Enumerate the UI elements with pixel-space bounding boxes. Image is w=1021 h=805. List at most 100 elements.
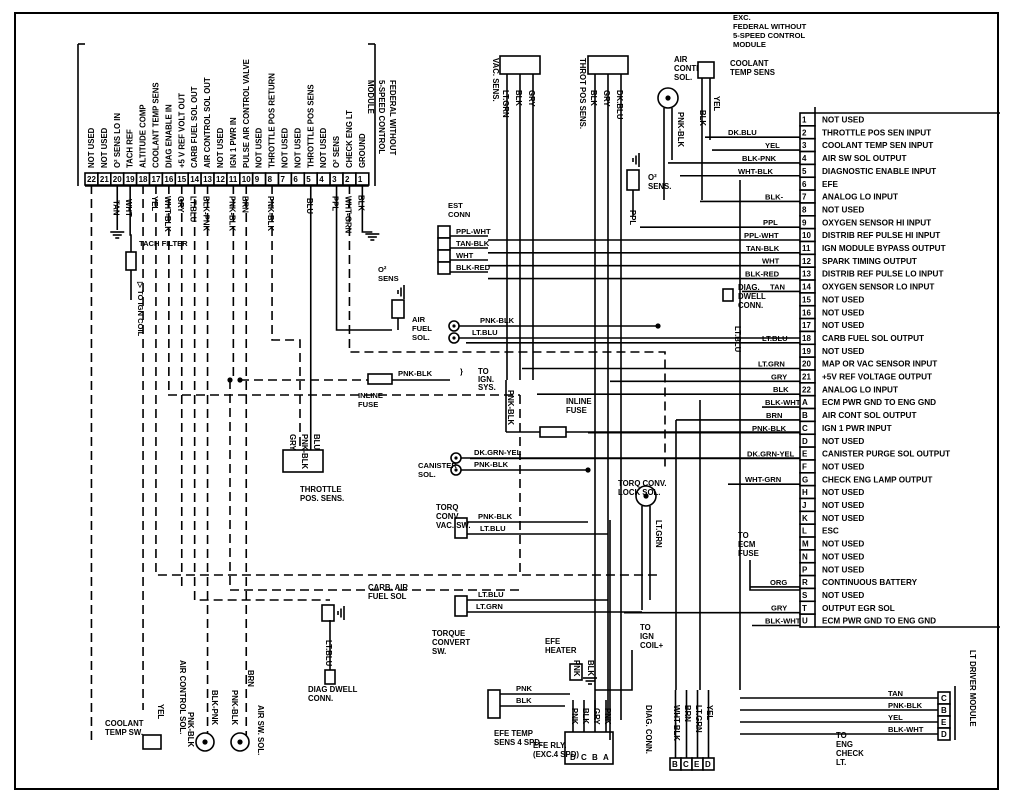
- canister-solenoid-label: SOL.: [418, 470, 436, 479]
- diag-dwell-conn-top-label: DIAG.: [738, 283, 760, 292]
- wire: [595, 650, 633, 691]
- right-pin-function: NOT USED: [822, 552, 864, 561]
- torque-convert-sw-label: SW.: [432, 647, 446, 656]
- diag-dwell-conn-top-label: CONN.: [738, 301, 763, 310]
- wire-label: PNK-BLK: [398, 369, 433, 378]
- right-pin-function: ESC: [822, 527, 839, 536]
- left-pin-function: NOT USED: [319, 127, 328, 168]
- to-ign-coil-plus-label: IGN: [640, 632, 654, 641]
- right-wire-label: PNK-BLK: [752, 424, 787, 433]
- right-pin-function: ANALOG LO INPUT: [822, 193, 898, 202]
- right-pin-function: NOT USED: [822, 295, 864, 304]
- torq-conv-lock-solenoid-label: LOCK SOL.: [618, 488, 660, 497]
- right-wire-label: YEL: [765, 141, 780, 150]
- left-pin-id: 8: [268, 175, 273, 184]
- right-pin-id: F: [802, 462, 807, 471]
- right-pin-function: NOT USED: [822, 205, 864, 214]
- right-pin-id: P: [802, 565, 808, 574]
- inline-fuse-mid-label: INLINE: [566, 397, 592, 406]
- wire-label-pin10: BRN: [240, 196, 249, 213]
- right-pin-id: 10: [802, 231, 811, 240]
- right-pin-id: D: [802, 437, 808, 446]
- right-pin-function: NOT USED: [822, 488, 864, 497]
- to-eng-check-lt-label: ENG: [836, 740, 853, 749]
- right-pin-id: 13: [802, 270, 811, 279]
- canister-solenoid-terminal: [454, 456, 458, 460]
- left-pin-function: O² SENS LO IN: [113, 113, 122, 168]
- wire-label: BLK: [514, 90, 523, 106]
- right-wire-label: BLK-RED: [745, 270, 780, 279]
- right-wire-label: TAN-BLK: [746, 244, 780, 253]
- torque-convert-sw-label: CONVERT: [432, 638, 470, 647]
- right-pin-function: EFE: [822, 180, 838, 189]
- left-pin-id: 1: [358, 175, 363, 184]
- efe-relay-wire-label: GRY: [592, 708, 601, 725]
- right-pin-function: OXYGEN SENSOR HI INPUT: [822, 218, 931, 227]
- left-pin-function: CARB FUEL SOL OUT: [190, 86, 199, 168]
- left-pin-function: O² SENS: [332, 136, 341, 168]
- right-pin-function: CONTINUOUS BATTERY: [822, 578, 918, 587]
- est-connector-cell: [437, 261, 451, 275]
- right-pin-id: E: [802, 450, 808, 459]
- right-pin-id: 9: [802, 218, 807, 227]
- right-pin-id: A: [802, 398, 808, 407]
- right-pin-id: J: [802, 501, 806, 510]
- efe-temp-sens-label: SENS 4 SPD.: [494, 738, 542, 747]
- lt-driver-wire-label: BLK-WHT: [888, 725, 924, 734]
- carb-air-fuel-sol-label: CARB. AIR: [368, 583, 408, 592]
- air-control-solenoid-label: SOL.: [674, 73, 692, 82]
- o2-sensor-top-label: O²: [648, 173, 657, 182]
- splice-dot: [585, 467, 591, 473]
- wire-pin17: [155, 185, 660, 576]
- wire: [749, 560, 800, 591]
- right-pin-function: AIR SW SOL OUTPUT: [822, 154, 906, 163]
- right-pin-id: B: [802, 411, 808, 420]
- right-pin-function: CANISTER PURGE SOL OUTPUT: [822, 450, 950, 459]
- efe-relay-pin: D: [570, 753, 576, 762]
- wire-label: YEL: [712, 96, 721, 111]
- right-pin-function: MAP OR VAC SENSOR INPUT: [822, 360, 937, 369]
- left-module-header: FEDERAL WITHOUT: [388, 80, 397, 155]
- right-pin-function: NOT USED: [822, 514, 864, 523]
- left-pin-id: 10: [242, 175, 251, 184]
- wire-label: PNK-BLK: [474, 460, 509, 469]
- est-connector-label: EST: [448, 201, 463, 210]
- right-pin-id: 19: [802, 347, 811, 356]
- right-wire-label: WHT-GRN: [745, 475, 781, 484]
- wire-label: BLK: [589, 90, 598, 106]
- wire: [229, 380, 520, 591]
- throttle-pos-sens-left-label: POS. SENS.: [300, 494, 344, 503]
- coolant-temp-sensor-box: [697, 61, 715, 79]
- left-pin-id: 21: [100, 175, 109, 184]
- left-module-header: MODULE: [366, 80, 375, 114]
- left-pin-id: 16: [164, 175, 173, 184]
- efe-temp-sens-icon: [487, 689, 501, 719]
- o2-sensor-left-label: SENS: [378, 274, 399, 283]
- lt-driver-wire-label: TAN: [888, 689, 903, 698]
- to-eng-check-lt-label: TO: [836, 731, 847, 740]
- lt-driver-wire-label: PNK-BLK: [888, 701, 923, 710]
- wire-label: LT.GRN: [501, 90, 510, 118]
- right-pin-function: NOT USED: [822, 437, 864, 446]
- right-pin-function: IGN 1 PWR INPUT: [822, 424, 892, 433]
- efe-heater-label: EFE: [545, 637, 560, 646]
- right-wire-label: BLK-WHT: [765, 617, 801, 626]
- wire-label: PNK-BLK: [676, 112, 685, 147]
- wire-label: LT.BLU: [324, 640, 333, 667]
- left-pin-id: 14: [190, 175, 199, 184]
- throttle-pos-sens-left-label: THROTTLE: [300, 485, 342, 494]
- o2-sensor-top-label: SENS.: [648, 182, 671, 191]
- right-wire-label: BLK-: [765, 192, 784, 201]
- wire-pin8: [271, 185, 301, 450]
- right-pin-id: 3: [802, 141, 807, 150]
- wire-label: LT.BLU: [472, 328, 498, 337]
- right-pin-function: NOT USED: [822, 308, 864, 317]
- torq-conv-vac-sw-icon: [454, 517, 468, 539]
- left-pin-function: COOLANT TEMP SENS: [152, 82, 161, 168]
- diag-dwell-conn-left-icon: [324, 669, 336, 685]
- right-pin-id: M: [802, 540, 809, 549]
- wire-label-pin13: BLK-PNK: [202, 196, 211, 231]
- air-control-sol-label: AIR CONTROL SOL.: [178, 660, 187, 734]
- wire-label: BRN: [246, 670, 255, 687]
